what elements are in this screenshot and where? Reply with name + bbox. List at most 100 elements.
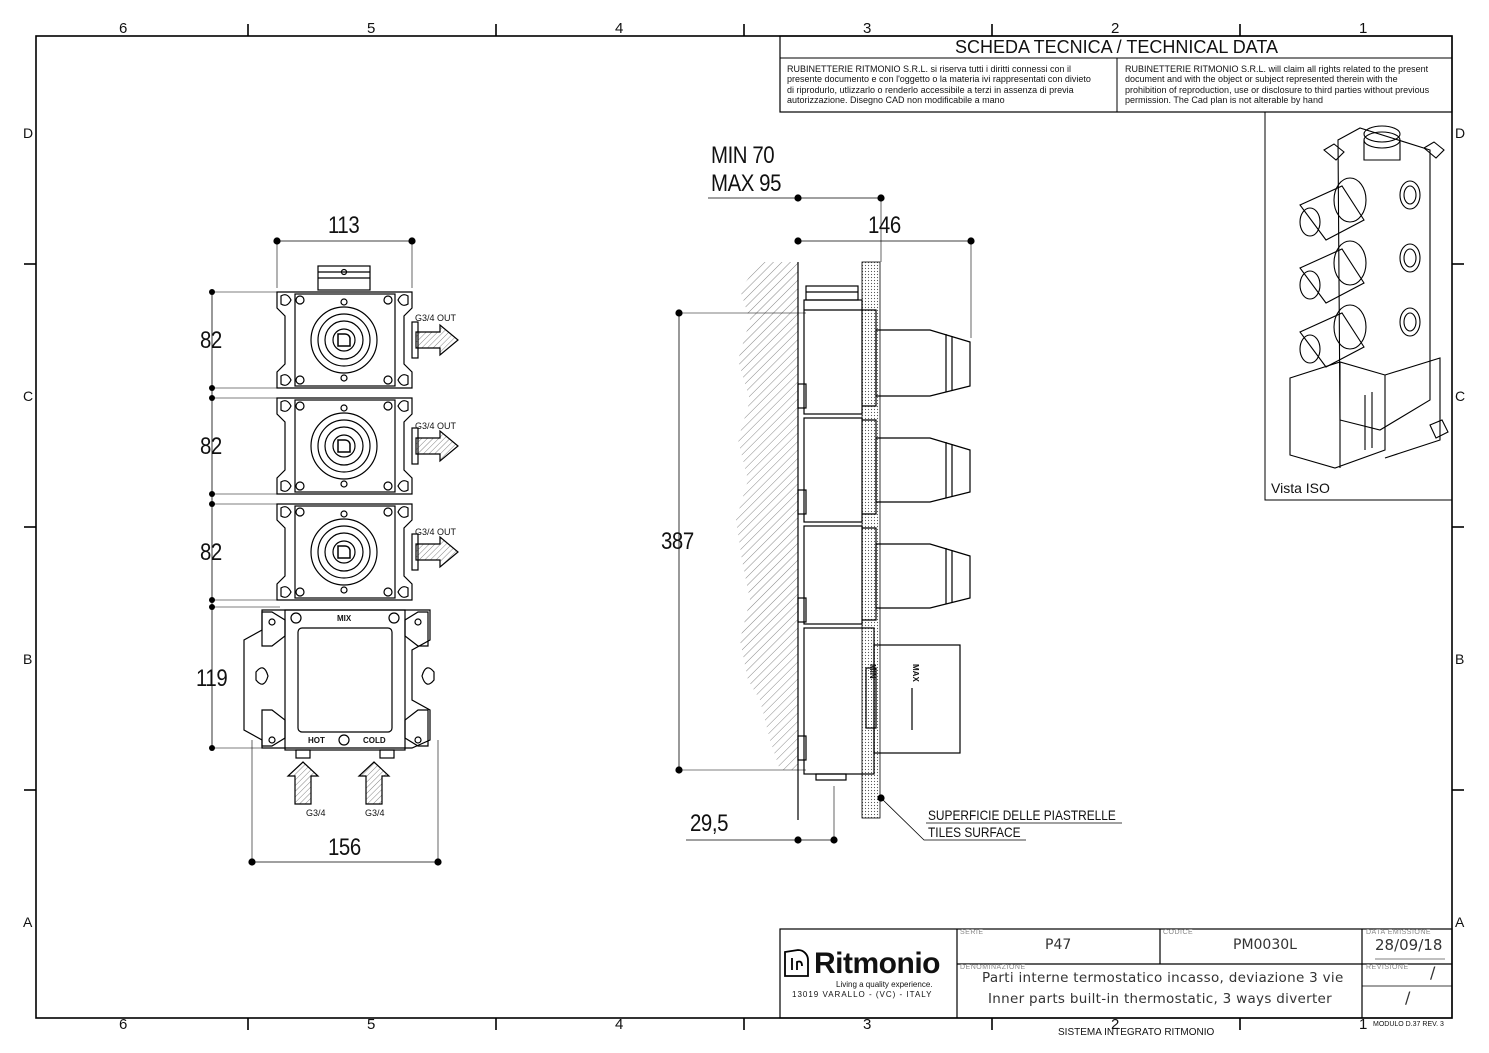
module-knob-ring	[317, 419, 371, 473]
module-knob-outer	[310, 412, 378, 480]
inlet-hot-label: G3/4	[306, 808, 326, 818]
module-screw	[295, 375, 305, 385]
description-en: Inner parts built-in thermostatic, 3 way…	[988, 991, 1332, 1007]
row-label: C	[23, 388, 34, 404]
module-screw	[383, 587, 393, 597]
module-screw	[340, 298, 348, 306]
inlet-cold-label: G3/4	[365, 808, 385, 818]
depth-max: MAX 95	[711, 170, 782, 197]
column-label: 3	[863, 1016, 872, 1033]
module-logo-icon	[337, 545, 351, 559]
revisione-label: REVISIONE	[1366, 964, 1409, 971]
module-tab	[397, 374, 409, 386]
module-tab	[280, 480, 292, 492]
outlet-arrow	[415, 429, 459, 463]
thermostatic-module-front	[243, 609, 442, 866]
hot-label: HOT	[308, 736, 325, 745]
module-tab	[280, 586, 292, 598]
footer-system: SISTEMA INTEGRATO RITMONIO	[1058, 1027, 1215, 1038]
dim-thermo: 119	[196, 665, 228, 692]
module-logo-icon	[337, 439, 351, 453]
module-knob-inner	[324, 426, 364, 466]
module-tab	[397, 400, 409, 412]
row-label: A	[1455, 914, 1465, 930]
notice-italian: RUBINETTERIE RITMONIO S.R.L. si riserva …	[787, 64, 1091, 105]
module-plate	[294, 399, 396, 493]
column-label: 3	[863, 20, 872, 37]
thermo-max-label: MAX	[911, 664, 920, 682]
iso-view-label: Vista ISO	[1271, 480, 1330, 496]
column-label: 5	[367, 1016, 376, 1033]
module-screw	[383, 481, 393, 491]
ritmonio-logo-mark	[784, 949, 809, 977]
iso-view-drawing	[1289, 125, 1449, 469]
module-tab	[280, 506, 292, 518]
module-knob-cap	[332, 540, 356, 564]
module-screw	[295, 401, 305, 411]
module-tab	[397, 506, 409, 518]
module-screw	[295, 507, 305, 517]
brand-name: Ritmonio	[814, 947, 940, 980]
column-label: 2	[1111, 1016, 1120, 1033]
tiles-surface-en: TILES SURFACE	[928, 824, 1021, 840]
module-tab	[397, 586, 409, 598]
row-label: D	[23, 125, 34, 141]
mix-label: MIX	[337, 614, 352, 623]
data-label: DATA EMISSIONE	[1366, 929, 1432, 936]
row-label: D	[1455, 125, 1466, 141]
module-screw	[295, 587, 305, 597]
module-screw	[340, 404, 348, 412]
codice-value: PM0030L	[1233, 937, 1297, 953]
module-knob-outer	[310, 518, 378, 586]
module-screw	[383, 375, 393, 385]
module-screw	[295, 295, 305, 305]
module-knob-cap	[332, 328, 356, 352]
outlet-label-2: G3/4 OUT	[415, 421, 457, 431]
module-body	[276, 503, 413, 601]
title-block	[779, 928, 1453, 1019]
diverter-modules	[276, 291, 459, 601]
module-body	[276, 291, 413, 389]
module-tab	[280, 374, 292, 386]
description-it: Parti interne termostatico incasso, devi…	[982, 970, 1344, 986]
dim-module-2: 82	[200, 433, 222, 460]
module-screw	[340, 480, 348, 488]
dim-tile: 29,5	[690, 810, 729, 837]
column-label: 5	[367, 20, 376, 37]
module-screw	[340, 586, 348, 594]
row-label: A	[23, 914, 33, 930]
module-screw	[383, 295, 393, 305]
serie-value: P47	[1045, 937, 1072, 953]
data-value: 28/09/18	[1375, 936, 1443, 954]
column-label: 1	[1359, 20, 1368, 37]
dim-module-3: 82	[200, 539, 222, 566]
module-screw	[340, 510, 348, 518]
module-screw	[340, 374, 348, 382]
module-tab	[397, 480, 409, 492]
dim-height: 387	[661, 528, 694, 555]
outlet-label-3: G3/4 OUT	[415, 527, 457, 537]
revision-2: /	[1405, 988, 1411, 1007]
side-view-drawing	[675, 194, 1122, 844]
cold-label: COLD	[363, 736, 386, 745]
column-label: 6	[119, 20, 128, 37]
tiles-surface-it: SUPERFICIE DELLE PIASTRELLE	[928, 807, 1116, 823]
module-tab	[397, 294, 409, 306]
module-screw	[383, 401, 393, 411]
module-screw	[383, 507, 393, 517]
dim-width-top: 113	[328, 212, 360, 239]
module-logo-icon	[337, 333, 351, 347]
column-label: 6	[119, 1016, 128, 1033]
brand-address: 13019 VARALLO - (VC) - ITALY	[792, 990, 933, 999]
denominazione-label: DENOMINAZIONE	[960, 964, 1026, 971]
module-knob-inner	[324, 320, 364, 360]
row-label: B	[1455, 651, 1465, 667]
dim-depth: 146	[868, 212, 901, 239]
brand-tagline: Living a quality experience.	[836, 980, 933, 989]
depth-min: MIN 70	[711, 142, 775, 169]
dim-module-1: 82	[200, 327, 222, 354]
column-label: 4	[615, 1016, 624, 1033]
module-plate	[294, 505, 396, 599]
outlet-arrow	[415, 535, 459, 569]
